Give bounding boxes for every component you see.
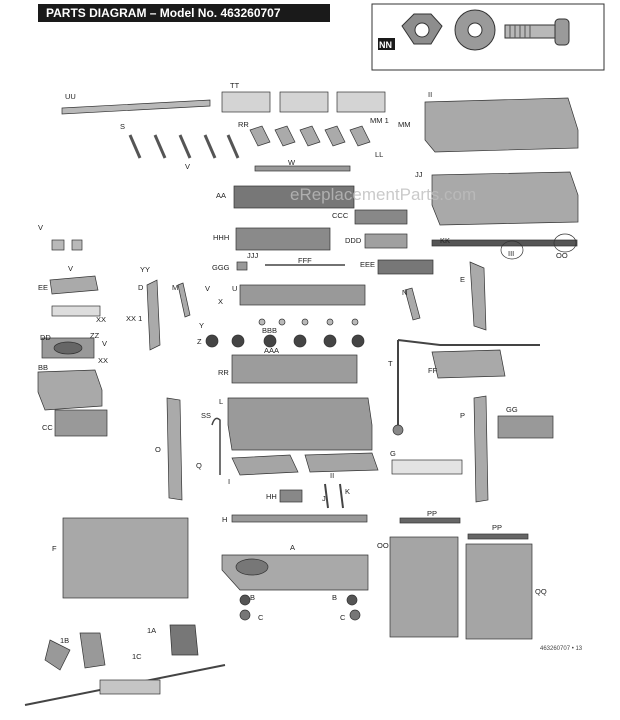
part-label: FFF: [298, 256, 312, 265]
part-label: XX: [96, 315, 106, 324]
part-label: PP: [427, 509, 437, 518]
part-label: S: [120, 122, 125, 131]
part-label: T: [388, 359, 393, 368]
part-warming-rack: [61, 99, 211, 115]
part-label: SS: [201, 411, 211, 420]
part-label: J: [322, 494, 326, 503]
part-label: PP: [492, 523, 502, 532]
part-label: C: [258, 613, 264, 622]
part-label: DDD: [345, 236, 362, 245]
part-label: RR: [218, 368, 229, 377]
part-grate-2: [279, 91, 329, 113]
part-label: RR: [238, 120, 249, 129]
part-grate-1: [221, 91, 271, 113]
part-label: CC: [42, 423, 53, 432]
part-label: Q: [196, 461, 202, 470]
part-label: D: [138, 283, 144, 292]
part-right-door-2: [465, 543, 533, 640]
part-label: UU: [65, 92, 76, 101]
part-label: N: [402, 288, 407, 297]
part-label: 1B: [60, 636, 69, 645]
part-label: YY: [140, 265, 150, 274]
part-label: E: [460, 275, 465, 284]
part-label: Z: [197, 337, 202, 346]
part-side-burner-box: [37, 369, 103, 411]
part-label: AA: [216, 191, 226, 200]
part-label: W: [288, 158, 296, 167]
part-label: JJ: [415, 170, 423, 179]
part-label: V: [185, 162, 190, 171]
part-label: O: [155, 445, 161, 454]
part-firebox: [227, 397, 373, 451]
part-label: M: [172, 283, 178, 292]
part-label: JJJ: [247, 251, 259, 260]
part-label: MM: [398, 120, 411, 129]
part-front-panel: [239, 284, 366, 306]
diagram-title: PARTS DIAGRAM – Model No. 463260707: [46, 6, 281, 20]
parts-drawings: [24, 91, 579, 706]
watermark: eReplacementParts.com: [290, 185, 476, 204]
part-control-panel: [233, 185, 355, 209]
part-label: V: [205, 284, 210, 293]
part-label: X: [218, 297, 223, 306]
part-label: G: [390, 449, 396, 458]
shoulder-bolt-icon: [504, 18, 570, 46]
part-label: K: [345, 487, 350, 496]
part-label: AAA: [264, 346, 279, 355]
part-grate-3: [336, 91, 386, 113]
part-label: QQ: [535, 587, 547, 596]
part-label: B: [332, 593, 337, 602]
part-label: U: [232, 284, 237, 293]
part-label: H: [222, 515, 227, 524]
part-label: TT: [230, 81, 240, 90]
part-label: MM 1: [370, 116, 389, 125]
page-reference: 463260707 • 13: [540, 646, 583, 652]
part-label: L: [219, 397, 223, 406]
part-label: Y: [199, 321, 204, 330]
part-label: V: [38, 223, 43, 232]
part-lid: [424, 97, 579, 153]
part-label: I: [228, 477, 230, 486]
title-bar: PARTS DIAGRAM – Model No. 463260707: [38, 4, 330, 22]
part-label: BB: [38, 363, 48, 372]
part-label: OO: [556, 251, 568, 260]
part-label: FF: [428, 366, 438, 375]
part-label: XX 1: [126, 314, 142, 323]
hardware-inset-nn: NN: [371, 3, 605, 71]
part-label: ZZ: [90, 331, 100, 340]
part-label: V: [68, 264, 73, 273]
part-lid-back: [431, 171, 579, 226]
part-label: BBB: [262, 326, 277, 335]
part-right-door-1: [389, 536, 459, 638]
part-label: CCC: [332, 211, 349, 220]
part-label: V: [102, 339, 107, 348]
part-label: P: [460, 411, 465, 420]
part-label: II: [428, 90, 432, 99]
part-label: III: [508, 249, 514, 258]
part-label: GGG: [212, 263, 230, 272]
part-left-door: [62, 517, 189, 599]
inset-badge: NN: [379, 40, 392, 50]
part-label: 1A: [147, 626, 156, 635]
part-label: OO: [377, 541, 389, 550]
part-label: EEE: [360, 260, 375, 269]
part-label: B: [250, 593, 255, 602]
part-rotisserie-motor: [169, 624, 199, 656]
part-label: DD: [40, 333, 51, 342]
part-label: 1C: [132, 652, 142, 661]
part-label: GG: [506, 405, 518, 414]
part-label: EE: [38, 283, 48, 292]
part-label: F: [52, 544, 57, 553]
part-label: A: [290, 543, 295, 552]
part-label: KK: [440, 236, 450, 245]
part-label: C: [340, 613, 346, 622]
part-label: II: [330, 471, 334, 480]
part-label: HH: [266, 492, 277, 501]
part-label: XX: [98, 356, 108, 365]
part-label: HHH: [213, 233, 229, 242]
part-label: LL: [375, 150, 383, 159]
